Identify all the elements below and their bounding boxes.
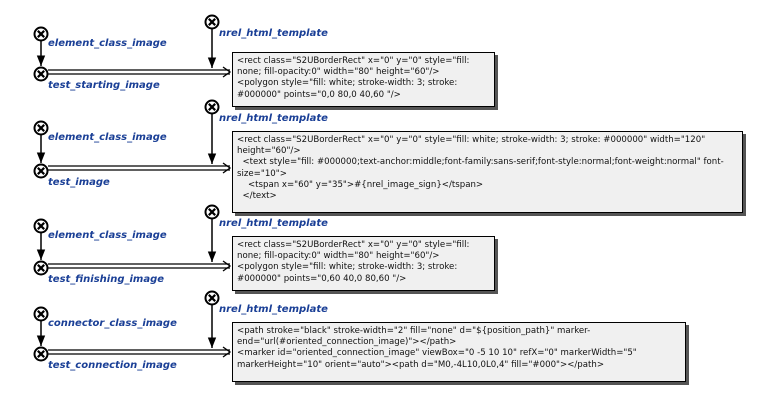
template-label: nrel_html_template bbox=[219, 28, 328, 39]
template-label: nrel_html_template bbox=[219, 113, 328, 124]
template-content-box: <rect class="S2UBorderRect" x="0" y="0" … bbox=[232, 236, 495, 291]
class-label: element_class_image bbox=[48, 230, 167, 241]
instance-node-icon bbox=[33, 66, 49, 82]
class-node-icon bbox=[33, 26, 49, 42]
diagram-group: element_class_image test_finishing_image n… bbox=[33, 204, 328, 285]
class-label: connector_class_image bbox=[48, 318, 177, 329]
diagram-group: element_class_image test_starting_image nr… bbox=[33, 14, 328, 91]
arrow-head bbox=[222, 346, 232, 358]
template-node-icon bbox=[204, 290, 220, 306]
class-node-icon bbox=[33, 120, 49, 136]
template-content-box: <rect class="S2UBorderRect" x="0" y="0" … bbox=[232, 52, 495, 107]
template-label: nrel_html_template bbox=[219, 218, 328, 229]
template-node-icon bbox=[204, 14, 220, 30]
template-node-icon bbox=[204, 99, 220, 115]
arrow-head bbox=[222, 260, 232, 272]
arrow-head bbox=[222, 66, 232, 78]
instance-node-icon bbox=[33, 346, 49, 362]
instance-label: test_image bbox=[48, 177, 110, 188]
template-content-box: <path stroke="black" stroke-width="2" fi… bbox=[232, 322, 686, 382]
instance-label: test_starting_image bbox=[48, 80, 160, 91]
template-content-box: <rect class="S2UBorderRect" x="0" y="0" … bbox=[232, 131, 743, 213]
instance-label: test_connection_image bbox=[48, 360, 177, 371]
arrow-head bbox=[222, 162, 232, 174]
instance-label: test_finishing_image bbox=[48, 274, 164, 285]
instance-node-icon bbox=[33, 260, 49, 276]
class-label: element_class_image bbox=[48, 132, 167, 143]
instance-node-icon bbox=[33, 163, 49, 179]
class-node-icon bbox=[33, 306, 49, 322]
template-node-icon bbox=[204, 204, 220, 220]
class-label: element_class_image bbox=[48, 38, 167, 49]
diagram-group: connector_class_image test_connection_ima… bbox=[33, 290, 328, 371]
template-label: nrel_html_template bbox=[219, 304, 328, 315]
diagram-group: element_class_image test_image nrel_html_t… bbox=[33, 99, 328, 188]
class-node-icon bbox=[33, 218, 49, 234]
